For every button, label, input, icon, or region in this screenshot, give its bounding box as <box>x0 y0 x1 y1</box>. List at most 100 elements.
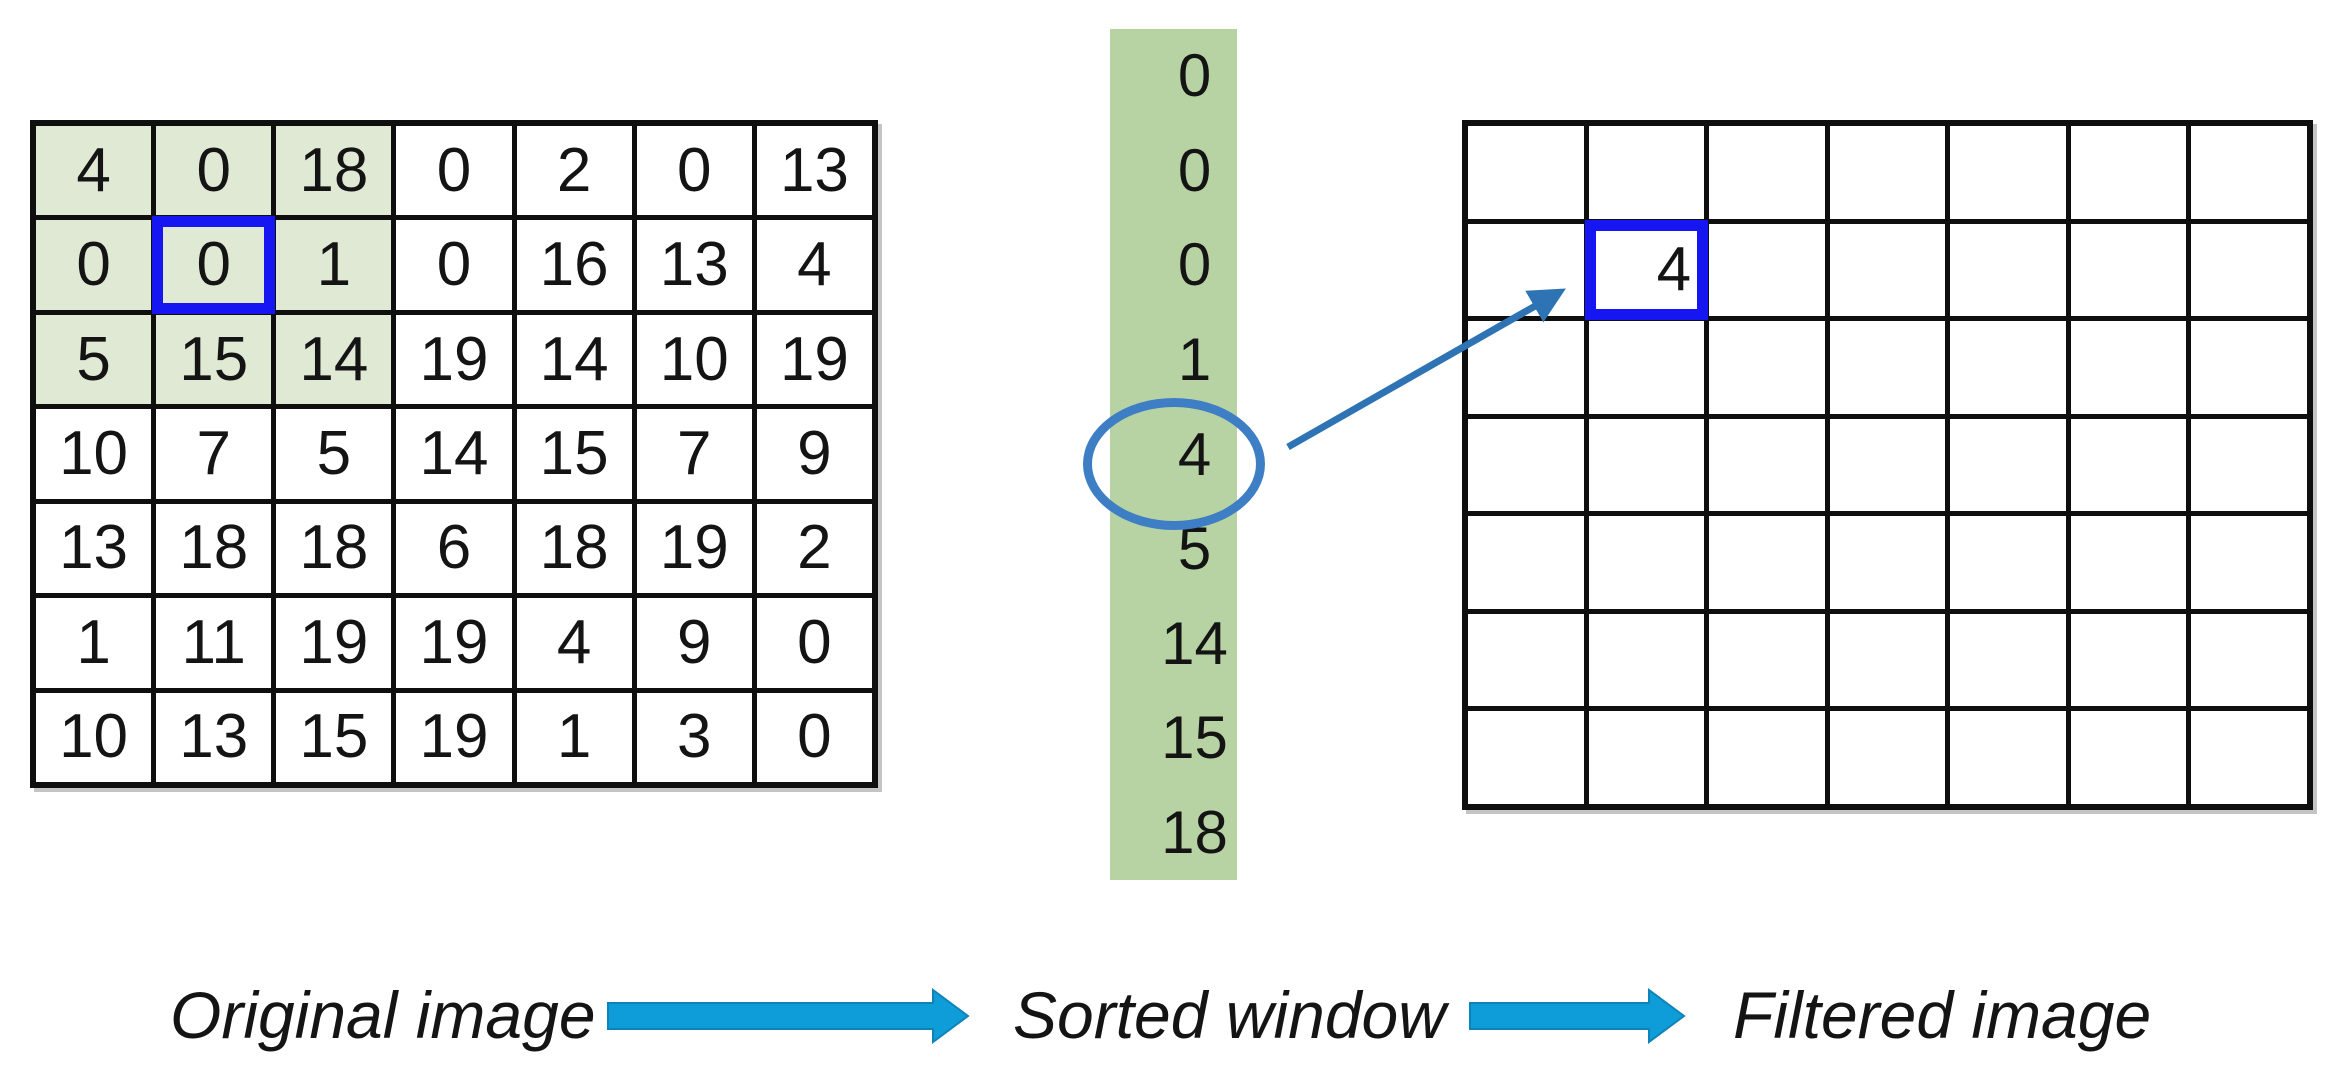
filtered-cell-r5c1 <box>1588 613 1705 707</box>
filtered-cell-r1c2 <box>1709 223 1825 317</box>
original-cell-r4c0: 13 <box>36 503 152 594</box>
original-cell-r4c3: 6 <box>396 503 512 594</box>
original-cell-r3c5: 7 <box>636 409 752 499</box>
original-cell-r1c4: 16 <box>516 220 632 310</box>
filtered-cell-r1c5 <box>2070 223 2187 317</box>
filtered-cell-r3c5 <box>2070 418 2187 512</box>
filtered-cell-r0c1 <box>1588 126 1705 219</box>
filtered-cell-r2c6 <box>2191 321 2307 414</box>
flow-arrow-sorted-to-filtered <box>1469 988 1686 1044</box>
sorted-value-2: 0 <box>1177 231 1212 299</box>
sorted-value-0: 0 <box>1177 42 1212 110</box>
label-filtered-image: Filtered image <box>1733 978 2152 1052</box>
flow-arrow-original-to-sorted <box>607 988 970 1044</box>
original-cell-r1c6: 4 <box>756 220 872 310</box>
filtered-cell-r3c1 <box>1588 418 1705 512</box>
original-cell-r2c1: 15 <box>156 314 272 405</box>
filtered-cell-r2c1 <box>1588 321 1705 414</box>
filtered-cell-r5c5 <box>2070 613 2187 707</box>
original-cell-r4c1: 18 <box>156 503 272 594</box>
filtered-cell-r3c3 <box>1829 418 1946 512</box>
filtered-cell-r4c0 <box>1468 516 1584 609</box>
filtered-cell-r0c3 <box>1829 126 1946 219</box>
filtered-cell-r0c4 <box>1950 126 2066 219</box>
filtered-cell-r5c0 <box>1468 613 1584 707</box>
filtered-cell-r6c0 <box>1468 711 1584 804</box>
sorted-value-1: 0 <box>1177 136 1212 204</box>
original-cell-r0c2: 18 <box>276 126 392 216</box>
filtered-cell-r5c4 <box>1950 613 2066 707</box>
original-cell-r5c0: 1 <box>36 598 152 688</box>
original-cell-r2c3: 19 <box>396 314 512 405</box>
filtered-cell-r6c4 <box>1950 711 2066 804</box>
original-cell-r3c4: 15 <box>516 409 632 499</box>
original-cell-r0c5: 0 <box>636 126 752 216</box>
sorted-value-8: 18 <box>1161 798 1228 866</box>
original-cell-r5c6: 0 <box>756 598 872 688</box>
filtered-cell-r6c5 <box>2070 711 2187 804</box>
filtered-cell-r0c5 <box>2070 126 2187 219</box>
filtered-cell-median-result: 4 <box>1584 219 1709 321</box>
original-cell-r4c6: 2 <box>756 503 872 594</box>
filtered-cell-r0c0 <box>1468 126 1584 219</box>
original-cell-r6c3: 19 <box>396 692 512 782</box>
original-cell-r5c1: 11 <box>156 598 272 688</box>
filtered-cell-r2c2 <box>1709 321 1825 414</box>
filtered-cell-r3c6 <box>2191 418 2307 512</box>
filtered-cell-r3c2 <box>1709 418 1825 512</box>
original-cell-r2c2: 14 <box>276 314 392 405</box>
original-cell-r6c4: 1 <box>516 692 632 782</box>
label-sorted-window: Sorted window <box>1013 978 1446 1052</box>
original-cell-r0c0: 4 <box>36 126 152 216</box>
filtered-image-grid: 4 <box>1462 120 2313 810</box>
filtered-cell-r4c3 <box>1829 516 1946 609</box>
original-cell-r6c2: 15 <box>276 692 392 782</box>
filtered-cell-r4c5 <box>2070 516 2187 609</box>
original-cell-r2c5: 10 <box>636 314 752 405</box>
original-cell-r3c2: 5 <box>276 409 392 499</box>
original-cell-r5c2: 19 <box>276 598 392 688</box>
filtered-cell-r4c6 <box>2191 516 2307 609</box>
original-cell-r6c6: 0 <box>756 692 872 782</box>
original-cell-r1c3: 0 <box>396 220 512 310</box>
filtered-cell-r6c3 <box>1829 711 1946 804</box>
median-circle <box>1083 398 1265 530</box>
original-cell-r3c0: 10 <box>36 409 152 499</box>
original-cell-r5c5: 9 <box>636 598 752 688</box>
filtered-cell-r2c4 <box>1950 321 2066 414</box>
filtered-cell-r6c2 <box>1709 711 1825 804</box>
filtered-cell-r3c0 <box>1468 418 1584 512</box>
label-original-image: Original image <box>170 978 596 1052</box>
sorted-value-7: 15 <box>1161 704 1228 772</box>
filtered-cell-r3c4 <box>1950 418 2066 512</box>
original-cell-r6c1: 13 <box>156 692 272 782</box>
original-cell-r2c6: 19 <box>756 314 872 405</box>
original-cell-r3c6: 9 <box>756 409 872 499</box>
original-cell-r4c2: 18 <box>276 503 392 594</box>
median-to-filtered-arrow <box>1286 288 1566 451</box>
filtered-cell-r5c2 <box>1709 613 1825 707</box>
filtered-cell-r1c6 <box>2191 223 2307 317</box>
filtered-cell-r6c6 <box>2191 711 2307 804</box>
original-cell-r0c1: 0 <box>156 126 272 216</box>
original-cell-r0c4: 2 <box>516 126 632 216</box>
original-cell-r5c3: 19 <box>396 598 512 688</box>
original-cell-r0c3: 0 <box>396 126 512 216</box>
filtered-cell-r2c3 <box>1829 321 1946 414</box>
filtered-cell-r1c4 <box>1950 223 2066 317</box>
original-cell-r4c5: 19 <box>636 503 752 594</box>
original-cell-r6c5: 3 <box>636 692 752 782</box>
original-cell-r1c0: 0 <box>36 220 152 310</box>
filtered-cell-r4c1 <box>1588 516 1705 609</box>
original-cell-r4c4: 18 <box>516 503 632 594</box>
filtered-cell-r1c3 <box>1829 223 1946 317</box>
filtered-cell-r6c1 <box>1588 711 1705 804</box>
sorted-value-3: 1 <box>1177 325 1212 393</box>
filtered-cell-r0c2 <box>1709 126 1825 219</box>
original-cell-r3c1: 7 <box>156 409 272 499</box>
filtered-cell-r5c3 <box>1829 613 1946 707</box>
original-cell-r1c1: 0 <box>152 216 276 314</box>
original-cell-r5c4: 4 <box>516 598 632 688</box>
original-cell-r1c2: 1 <box>276 220 392 310</box>
